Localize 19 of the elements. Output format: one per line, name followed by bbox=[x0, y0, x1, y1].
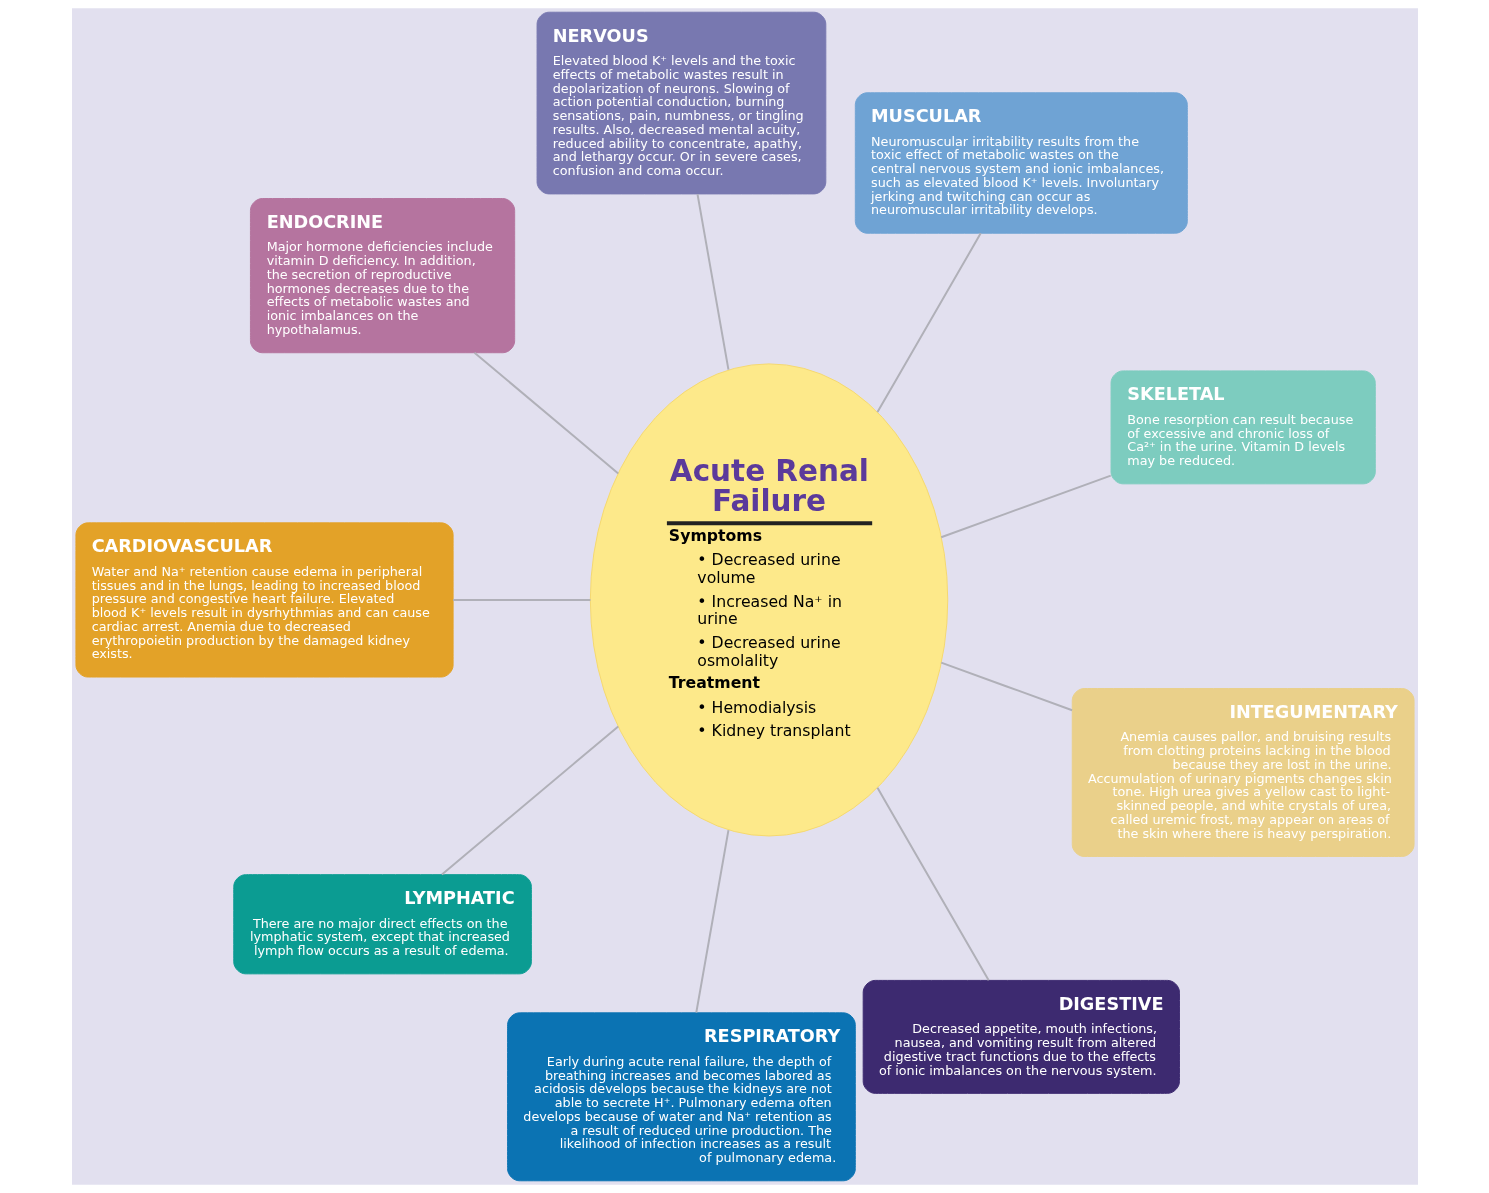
connector bbox=[440, 725, 619, 876]
node-box: NERVOUS Elevated blood K⁺ levels and the toxic effects of metabolic wastes result in depolarization of neurons. Slowing of action potential conduction, burning sensations, pain, numbness, or tingling results. Also, decreased mental acuity, reduced ability to concentrate, apathy, and lethargy occur. Or in severe cases, confusion and coma occur. bbox=[536, 11, 826, 195]
node-box: ENDOCRINE Major hormone deficiencies include vitamin D deficiency. In addition, the secretion of reproductive hormones decreases due to the effects of metabolic wastes and ionic imbalances on the hypothalamus. bbox=[249, 198, 515, 354]
node-box: MUSCULAR Neuromuscular irritability results from the toxic effect of metabolic wastes on the central nervous system and ionic imbalances, such as elevated blood K⁺ levels. Involuntary jerking and twitching can occur as neuromuscular irritability develops. bbox=[854, 92, 1188, 234]
node-box: DIGESTIVE Decreased appetite, mouth infections, nausea, and vomiting result from altered digestive tract functions due to the effects of ionic imbalances on the nervous system. bbox=[862, 979, 1180, 1094]
node-box: SKELETAL Bone resorption can result because of excessive and chronic loss of Ca²⁺ in the urine. Vitamin D levels may be reduced. bbox=[1110, 370, 1376, 485]
connector bbox=[939, 474, 1112, 539]
connector bbox=[876, 786, 990, 982]
connector bbox=[696, 193, 729, 371]
connector bbox=[451, 598, 591, 601]
connector bbox=[939, 661, 1073, 712]
node-box: CARDIOVASCULAR Water and Na⁺ retention cause edema in peripheral tissues and in the lungs, leading to increased blood pressure and congestive heart failure. Elevated blood K⁺ levels result in dysrhythmias and can cause cardiac arrest. Anemia due to decreased erythropoietin production by the damaged kidney exists. bbox=[74, 522, 454, 678]
node-box: INTEGUMENTARY Anemia causes pallor, and bruising results from clotting proteins lacking in the blood because they are lost in the urine. Accumulation of urinary pigments changes skin tone. High urea gives a yellow cast to light-skinned people, and white crystals of urea, called uremic frost, may appear on areas of the skin where there is heavy perspiration. bbox=[1071, 688, 1415, 857]
node-ellipse: Acute Renal Failure Symptoms • Decreased urine volume • Increased Na⁺ in urine • Decreased urine osmolality Treatment • Hemodialysis • Kidney transplant bbox=[589, 363, 948, 837]
connector bbox=[876, 232, 982, 414]
node-box: LYMPHATIC There are no major direct effects on the lymphatic system, except that increased lymph flow occurs as a result of edema. bbox=[232, 874, 532, 975]
connector bbox=[694, 829, 729, 1014]
node-box: RESPIRATORY Early during acute renal failure, the depth of breathing increases and becomes labored as acidosis develops because the kidneys are not able to secrete H⁺. Pulmonary edema often develops because of water and Na⁺ retention as a result of reduced urine production. The likelihood of infection increases as a result of pulmonary edema. bbox=[506, 1012, 856, 1182]
connector bbox=[473, 351, 619, 475]
